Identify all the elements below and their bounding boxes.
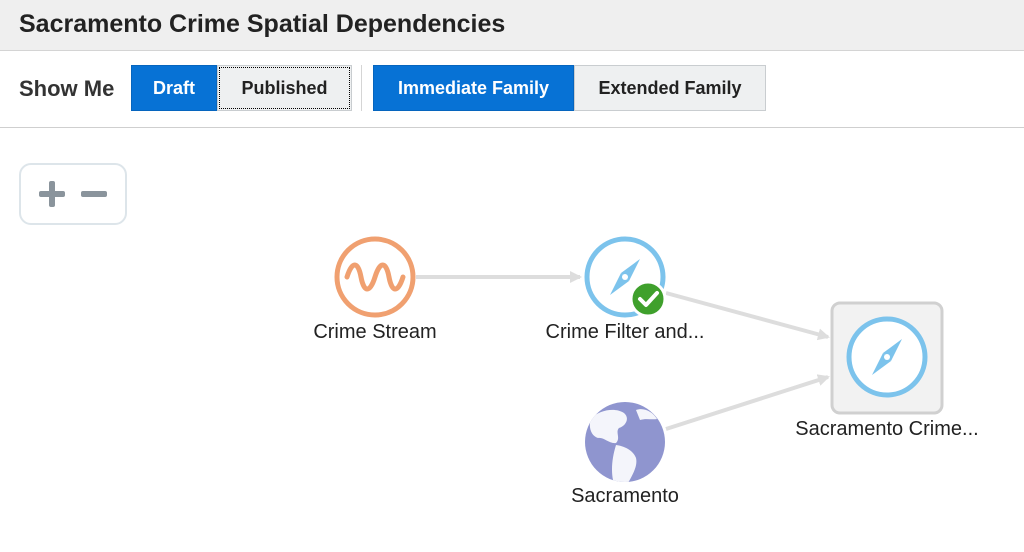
dependency-graph: Crime Stream Crime Filter and... Sacrame…: [0, 128, 1024, 547]
check-badge-icon: [629, 280, 667, 318]
stream-wave-icon[interactable]: [334, 236, 416, 318]
node-label-sacramento: Sacramento: [571, 485, 679, 507]
edge-sacramento-to-target: [665, 374, 830, 431]
show-me-label: Show Me: [19, 76, 115, 101]
globe-icon[interactable]: [585, 402, 665, 488]
toolbar-divider: [361, 65, 362, 111]
graph-svg: [334, 236, 944, 488]
immediate-family-toggle-button[interactable]: Immediate Family: [373, 65, 574, 111]
node-label-crime-filter: Crime Filter and...: [545, 321, 705, 343]
zoom-controls: [19, 163, 127, 225]
edge-filter-to-target: [665, 291, 830, 341]
title-bar: Sacramento Crime Spatial Dependencies: [0, 0, 1024, 51]
extended-family-toggle-button[interactable]: Extended Family: [574, 65, 766, 111]
page-title: Sacramento Crime Spatial Dependencies: [19, 10, 506, 38]
target-node[interactable]: [830, 301, 944, 415]
published-toggle-button[interactable]: Published: [217, 65, 352, 111]
minus-icon[interactable]: [75, 173, 115, 213]
node-label-sacramento-crime: Sacramento Crime...: [795, 418, 979, 440]
plus-icon[interactable]: [33, 173, 73, 213]
node-label-crime-stream: Crime Stream: [313, 321, 437, 343]
draft-toggle-button[interactable]: Draft: [131, 65, 217, 111]
compass-icon: [846, 316, 928, 398]
toolbar: Show Me Draft Published Immediate Family…: [0, 51, 1024, 128]
